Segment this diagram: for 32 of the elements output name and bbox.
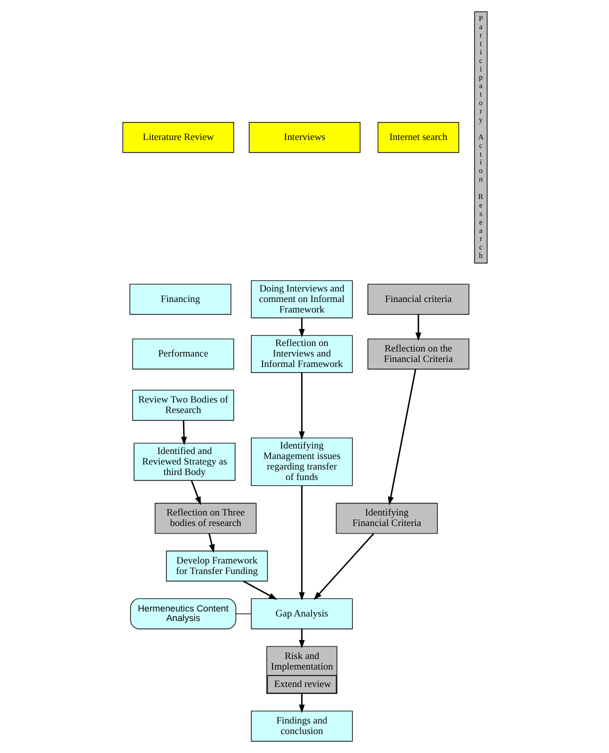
arrow [298,318,304,338]
node-box: Doing Interviews and comment on Informal Framework [250,280,352,318]
arrow [180,420,186,446]
node-box: Participatory Action Research [474,11,488,264]
arrow [313,533,374,600]
node-box: Financing [128,284,231,315]
node-box: Internet search [377,122,459,153]
arrow [298,372,304,440]
arrow [298,629,304,648]
arrow [242,580,277,600]
node-box: Financial criteria [366,284,469,315]
connector [235,613,252,614]
node-box: Reflection on the Financial Criteria [366,338,469,370]
node-box: Identifying Financial Criteria [335,502,438,534]
node-box: Identified and Reviewed Strategy as third Body [133,442,235,481]
node-box: Findings and conclusion [250,710,352,742]
node-box: Literature Review [122,122,234,153]
node-box: Interviews [248,122,360,153]
arrow [298,486,304,601]
node-box: Reflection on Interviews and Informal Framework [250,335,352,373]
node-box: Gap Analysis [250,598,352,630]
node-box: Hermeneutics Content Analysis [130,598,236,630]
node-box: Performance [132,338,234,370]
node-box: Review Two Bodies of Research [132,390,234,421]
arrow [298,694,304,714]
node-box: Develop Framework for Transfer Funding [166,550,268,582]
arrow [190,480,200,506]
node-box: Reflection on Three bodies of research [154,502,256,534]
arrow [387,369,416,506]
arrow [414,314,421,341]
arrow [208,533,214,553]
node-box: Identifying Management issues regarding transfer of funds [250,438,352,486]
